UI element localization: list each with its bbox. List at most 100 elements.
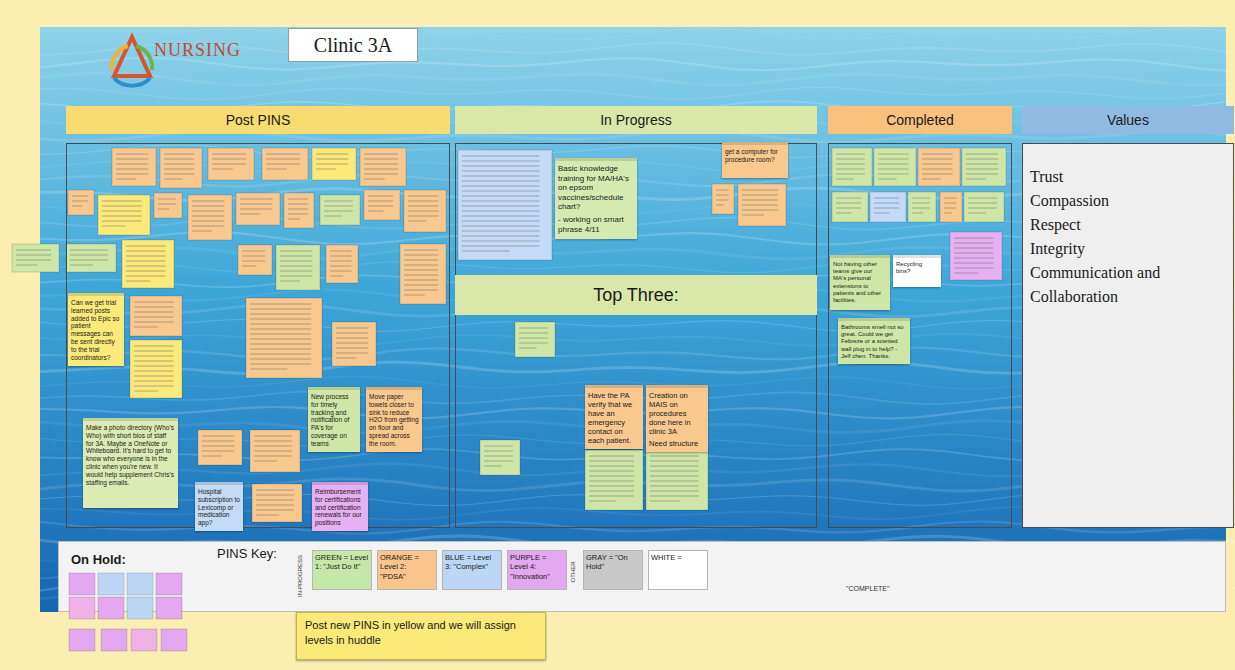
sticky-note [918,148,960,186]
scribble-line [836,202,861,203]
scribble-line [589,495,634,496]
scribble-line [368,210,383,211]
scribble-line [912,197,930,198]
scribble-line [484,445,513,446]
sticky-note: Hospital subscription to Lexicomp or med… [195,482,243,531]
note-paper [284,193,314,228]
scribble-line [944,212,952,213]
scribble-line [164,168,195,169]
on-hold-note [156,597,182,619]
note-paper [918,148,960,186]
sticky-note [940,192,962,222]
scribble-line [202,445,234,446]
scribble-line [944,197,957,198]
note-text: - working on smart phrase 4/11 [558,215,634,234]
scribble-line [134,375,174,376]
scribble-line [922,158,953,159]
scribble-line [116,153,148,154]
sticky-note [284,193,314,228]
scribble-line [250,358,311,359]
scribble-line [650,455,699,456]
scribble-line [878,178,897,179]
scribble-line [966,158,998,159]
scribble-line [116,158,148,159]
note-paper [480,440,520,475]
note-paper [130,296,182,336]
scribble-line [158,208,169,209]
scribble-line [650,475,699,476]
scribble-line [102,200,142,201]
note-paper [112,148,156,186]
scribble-line [462,230,539,231]
scribble-line [324,215,342,216]
scribble-line [134,360,174,361]
scribble-line [250,333,311,334]
scribble-line [280,270,312,271]
scribble-line [954,242,994,243]
scribble-line [254,450,292,451]
scribble-line [336,342,368,343]
scribble-line [404,264,438,265]
logo-triangle [114,37,150,76]
scribble-line [650,460,699,461]
scribble-line [102,210,142,211]
column-panel: Post PINSCan we get trial learned posts … [66,106,450,528]
scribble-line [589,490,634,491]
on-hold-note [127,597,153,619]
scribble-line [966,168,998,169]
scribble-line [240,203,272,204]
sticky-note [68,190,94,215]
note-paper [832,192,868,222]
note-paper [320,195,360,225]
ripple [40,73,1235,85]
scribble-line [650,485,699,486]
logo-arc [114,78,150,86]
scribble-line [462,210,539,211]
scribble-line [716,189,729,190]
scribble-line [240,208,272,209]
legend-item: GREEN = Level 1: "Just Do It" [312,550,372,590]
legend-item: PURPLE = Level 4: "Innovation" [507,550,567,590]
scribble-line [462,215,539,216]
scribble-line [404,279,438,280]
on-hold-note [98,573,124,595]
note-text: Have the PA verify that we have an emerg… [588,391,640,445]
scribble-line [484,455,513,456]
note-paper [188,195,232,240]
sticky-note: Have the PA verify that we have an emerg… [585,385,643,449]
sticky-note [515,322,555,357]
note-text: Make a photo directory (Who's Who) with … [86,424,175,486]
note-paper [404,190,446,232]
scribble-line [164,178,183,179]
column-header: Completed [828,106,1012,134]
note-paper [832,148,872,186]
scribble-line [874,197,899,198]
sticky-note [326,245,358,283]
column-header: Values [1022,106,1234,134]
sticky-note [360,148,406,186]
scribble-line [742,199,778,200]
scribble-line [519,337,548,338]
sticky-note [130,296,182,336]
scribble-line [954,267,994,268]
scribble-line [250,353,311,354]
scribble-line [716,204,724,205]
sticky-note: Basic knowledge training for MA/HA's on … [555,158,637,239]
scribble-line [192,210,224,211]
scribble-line [288,208,308,209]
sticky-note [130,340,182,398]
scribble-line [966,178,986,179]
scribble-line [254,460,277,461]
scribble-line [742,194,778,195]
sticky-note [262,148,308,180]
scribble-line [368,195,393,196]
scribble-line [212,158,246,159]
sticky-note [98,195,150,235]
scribble-line [250,363,311,364]
scribble-line [192,225,224,226]
scribble-line [954,247,994,248]
scribble-line [462,200,539,201]
scribble-line [266,163,300,164]
scribble-line [650,470,699,471]
scribble-line [134,321,174,322]
